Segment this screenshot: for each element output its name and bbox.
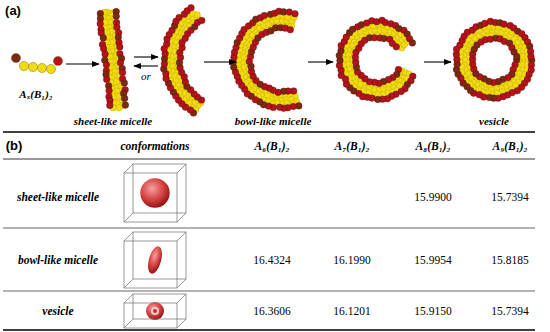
conformation-images	[124, 164, 186, 328]
head-bead	[100, 35, 107, 42]
box-render	[124, 164, 186, 222]
table-cell: 15.7394	[491, 305, 528, 317]
head-bead	[188, 4, 195, 11]
micelle-structure: vesicle	[456, 22, 532, 98]
head-bead	[198, 17, 205, 24]
table-cell: 16.4324	[253, 254, 290, 266]
head-bead	[103, 62, 110, 69]
head-bead	[381, 35, 388, 42]
column-header: A₈(B₁)₂	[415, 140, 450, 152]
tail-bead	[116, 105, 123, 112]
column-header: A₇(B₁)₂	[334, 140, 369, 152]
micelle-structure: sheet-like micelle	[101, 8, 125, 112]
molecule-bead	[46, 64, 55, 73]
structure-label: sheet-like micelle	[74, 115, 153, 127]
table-cell: 16.1201	[333, 305, 370, 317]
molecule-bead	[11, 53, 20, 62]
structure-label: bowl-like micelle	[235, 115, 312, 127]
column-header: conformations	[120, 140, 189, 152]
structure-label: vesicle	[479, 115, 509, 127]
row-header: vesicle	[42, 305, 73, 317]
head-bead	[292, 10, 299, 17]
bead-clusters	[11, 4, 535, 116]
micelle-structure: bowl-like micelle	[240, 14, 306, 106]
panel-letter: (b)	[6, 138, 23, 153]
molecule-bead	[53, 56, 62, 65]
molecule-bead	[28, 62, 37, 71]
head-bead	[122, 102, 129, 109]
head-bead	[501, 21, 508, 28]
head-bead	[528, 53, 535, 60]
head-bead	[106, 88, 113, 95]
head-bead	[261, 12, 268, 19]
transition-arrow	[66, 63, 99, 64]
table-cell: 15.9150	[414, 305, 451, 317]
table-cell: 15.9900	[414, 191, 451, 203]
row-header: bowl-like micelle	[18, 254, 98, 266]
table-cell: 15.8185	[491, 254, 528, 266]
head-bead	[106, 102, 113, 109]
head-bead	[121, 80, 128, 87]
head-bead	[121, 95, 128, 102]
arrow-label: or	[141, 70, 151, 82]
box-render	[124, 232, 186, 288]
table-cell: 15.9954	[414, 254, 451, 266]
box-render	[124, 294, 186, 328]
head-bead	[102, 51, 109, 58]
panel-letter: (a)	[5, 3, 21, 18]
table-cell: 15.7394	[491, 191, 528, 203]
head-bead	[113, 13, 120, 20]
head-bead	[103, 76, 110, 83]
micelle-structure: Aₓ(B₁)₂	[8, 50, 64, 78]
head-bead	[276, 104, 283, 111]
molecule-bead	[19, 61, 28, 70]
molecule-bead	[37, 63, 46, 72]
head-bead	[513, 53, 520, 60]
structure-label: Aₓ(B₁)₂	[19, 88, 52, 100]
head-bead	[97, 20, 104, 27]
table-cell: 16.3606	[253, 305, 290, 317]
column-header: A₉(B₁)₂	[492, 140, 527, 152]
head-bead	[409, 40, 416, 47]
head-bead	[393, 44, 400, 51]
table-rules	[3, 132, 535, 330]
head-bead	[119, 69, 126, 76]
head-bead	[116, 44, 123, 51]
head-bead	[287, 26, 294, 33]
table-cell: 16.1990	[333, 254, 370, 266]
head-bead	[374, 96, 381, 103]
row-header: sheet-like micelle	[17, 191, 99, 203]
transition-arrows	[134, 57, 451, 66]
column-header: A₆(B₁)₂	[254, 140, 289, 152]
